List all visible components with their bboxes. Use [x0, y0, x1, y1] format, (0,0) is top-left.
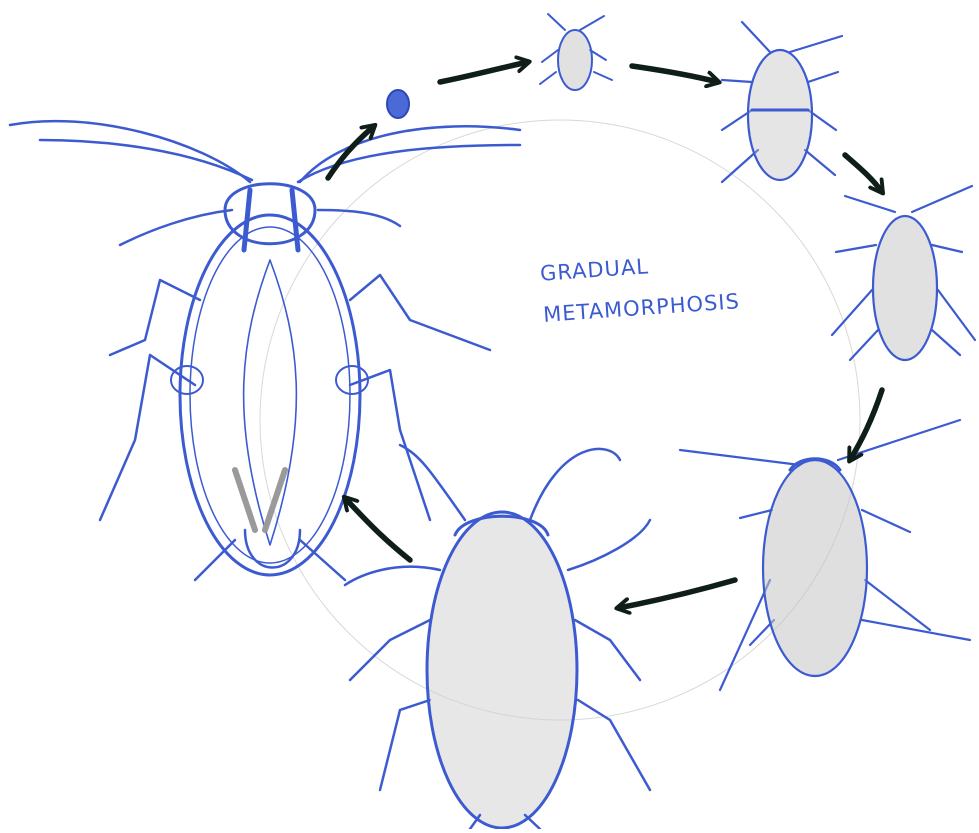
nymph-stage-3 [832, 186, 975, 360]
arrow-nymph5-to-adult [345, 498, 410, 560]
nymph-stage-5 [345, 445, 650, 829]
arrow-nymph2-to-nymph3 [845, 155, 882, 192]
arrow-nymph1-to-nymph2 [632, 66, 718, 82]
nymph-stage-2 [722, 22, 842, 182]
nymph-stage-4 [680, 420, 970, 690]
arrow-nymph4-to-nymph5 [618, 580, 735, 608]
nymph-stage-1 [540, 14, 612, 90]
egg [387, 90, 409, 118]
arrow-egg-to-nymph1 [440, 62, 528, 82]
adult-cockroach [10, 121, 520, 580]
arrow-nymph3-to-nymph4 [850, 390, 882, 460]
arrow-adult-to-egg [328, 126, 374, 178]
